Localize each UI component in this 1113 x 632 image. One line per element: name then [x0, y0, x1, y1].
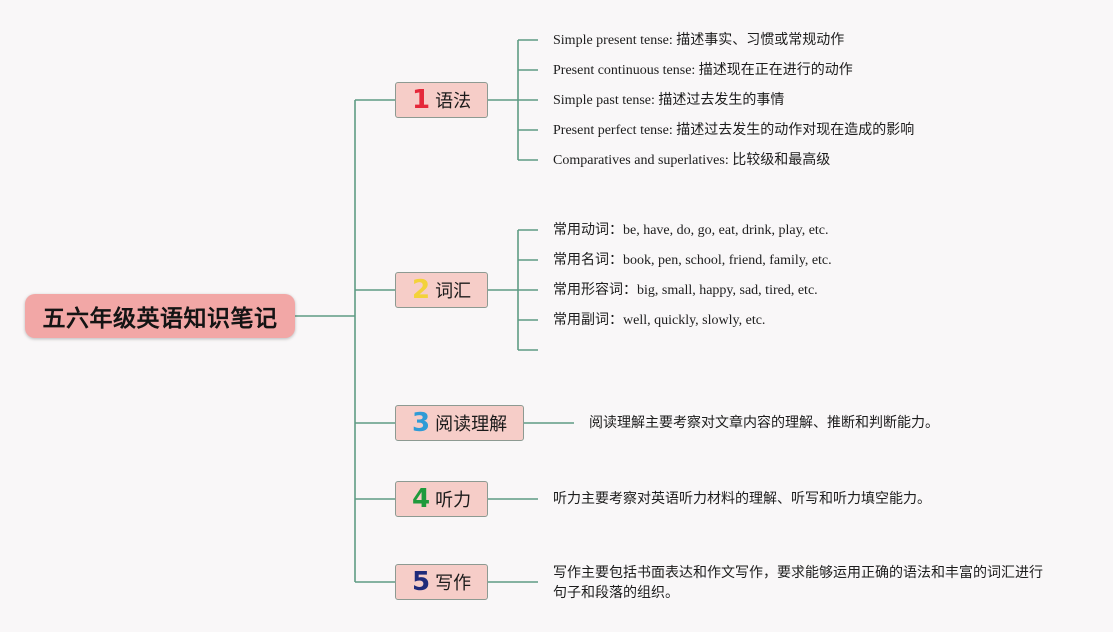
branch-writing[interactable]: 5 写作 — [395, 564, 488, 600]
leaf-item: Present continuous tense: 描述现在正在进行的动作 — [553, 63, 853, 78]
leaf-item: 常用名词：book, pen, school, friend, family, … — [553, 253, 832, 268]
branch-label: 词汇 — [435, 281, 472, 302]
leaf-item: 常用副词：well, quickly, slowly, etc. — [553, 313, 766, 328]
branch-number: 5 — [412, 567, 431, 597]
leaf-item: Simple past tense: 描述过去发生的事情 — [553, 93, 785, 108]
leaf-item: Comparatives and superlatives: 比较级和最高级 — [553, 153, 831, 168]
branch-description: 听力主要考察对英语听力材料的理解、听写和听力填空能力。 — [553, 491, 931, 507]
branch-number: 1 — [412, 85, 431, 115]
branch-label: 语法 — [435, 91, 472, 112]
branch-number: 4 — [412, 484, 431, 514]
branch-grammar[interactable]: 1 语法 — [395, 82, 488, 118]
leaf-item: Present perfect tense: 描述过去发生的动作对现在造成的影响 — [553, 123, 915, 138]
root-title: 五六年级英语知识笔记 — [42, 306, 278, 332]
branch-vocabulary[interactable]: 2 词汇 — [395, 272, 488, 308]
branch-description: 阅读理解主要考察对文章内容的理解、推断和判断能力。 — [589, 415, 939, 431]
leaf-item: Simple present tense: 描述事实、习惯或常规动作 — [553, 33, 845, 48]
branch-listening[interactable]: 4 听力 — [395, 481, 488, 517]
leaf-item: 常用动词：be, have, do, go, eat, drink, play,… — [553, 223, 829, 238]
branch-reading[interactable]: 3 阅读理解 — [395, 405, 524, 441]
branch-description: 写作主要包括书面表达和作文写作，要求能够运用正确的语法和丰富的词汇进行句子和段落… — [553, 565, 1043, 601]
root-node[interactable]: 五六年级英语知识笔记 — [25, 294, 295, 338]
branch-number: 2 — [412, 275, 431, 305]
branch-label: 写作 — [435, 573, 472, 594]
branch-label: 阅读理解 — [435, 414, 508, 435]
branch-label: 听力 — [435, 490, 472, 511]
branch-number: 3 — [412, 408, 431, 438]
leaf-item: 常用形容词：big, small, happy, sad, tired, etc… — [553, 283, 818, 298]
